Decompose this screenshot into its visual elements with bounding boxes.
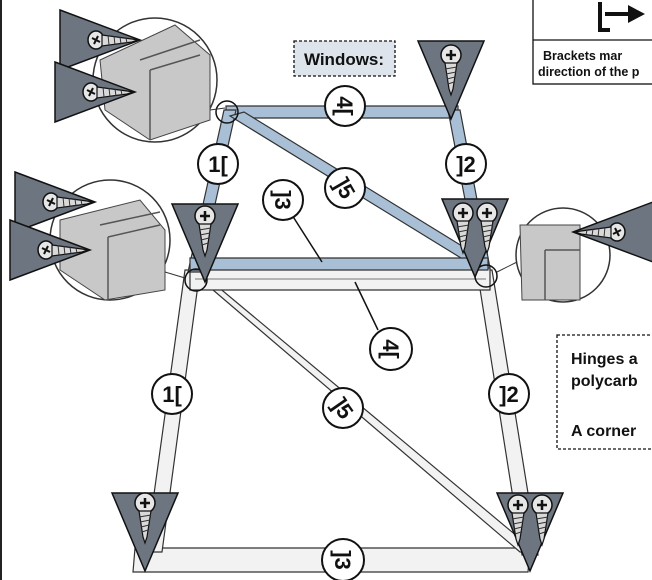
hinges-note-line1: Hinges a bbox=[571, 351, 638, 368]
hinges-note-line2: polycarb bbox=[571, 373, 638, 390]
label-lower-right-text: ]2 bbox=[499, 382, 519, 407]
label-upper-right: ]2 bbox=[445, 143, 487, 185]
brackets-note-line1: Brackets mar bbox=[543, 49, 622, 63]
label-front-bar-text: ]3 bbox=[330, 550, 355, 570]
hinges-note: Hinges a polycarb A corner bbox=[556, 334, 652, 450]
hinges-note-line3: A corner bbox=[571, 423, 636, 440]
label-lower-left: 1[ bbox=[151, 373, 193, 415]
bracket-arrow-icon bbox=[598, 2, 645, 32]
label-lower-diagonal: ]5 bbox=[322, 387, 364, 429]
label-upper-left-text: 1[ bbox=[208, 152, 228, 177]
left-border bbox=[0, 0, 2, 580]
label-upper-front: ]3 bbox=[262, 179, 323, 263]
label-upper-left: 1[ bbox=[197, 143, 239, 185]
label-upper-front-text: ]3 bbox=[270, 190, 295, 210]
zoom-detail-icon bbox=[49, 17, 611, 303]
member-labels: 4[ ]5 1[ ]2 ]3 4[ bbox=[151, 85, 530, 580]
label-top-bar-text: 4[ bbox=[332, 96, 357, 116]
label-front-bar: ]3 bbox=[321, 538, 365, 580]
label-hinge-bar: 4[ bbox=[354, 281, 413, 371]
label-top-bar: 4[ bbox=[324, 85, 366, 127]
label-upper-diagonal: ]5 bbox=[324, 167, 366, 209]
label-lower-right: ]2 bbox=[488, 373, 530, 415]
label-hinge-bar-text: 4[ bbox=[378, 339, 403, 359]
windows-label: Windows: bbox=[304, 50, 384, 69]
brackets-note: Brackets mar direction of the p bbox=[532, 0, 652, 85]
label-upper-right-text: ]2 bbox=[456, 152, 476, 177]
brackets-note-line2: direction of the p bbox=[538, 65, 640, 79]
label-lower-left-text: 1[ bbox=[162, 382, 182, 407]
upper-front-bar bbox=[189, 257, 489, 271]
windows-label-box: Windows: bbox=[293, 40, 396, 77]
